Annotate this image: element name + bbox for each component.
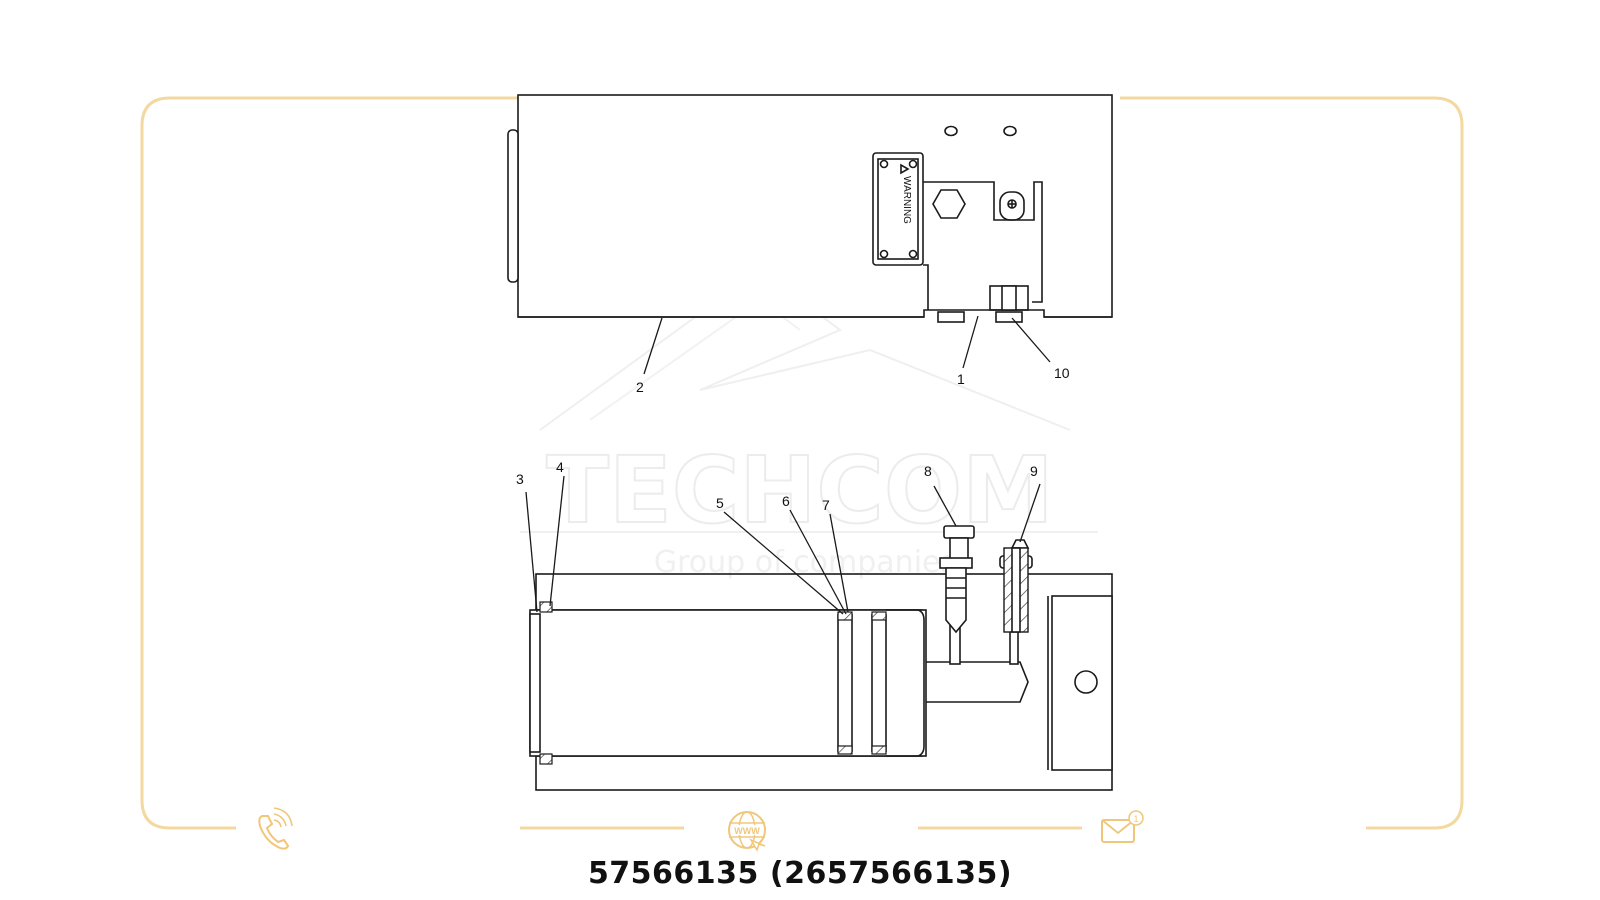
hex-plug — [932, 189, 966, 219]
web-icon[interactable]: WWW — [728, 811, 766, 852]
warning-plate: WARNING — [872, 152, 924, 266]
mount-hole-right — [1003, 125, 1017, 137]
section-view: 3 4 5 6 7 8 9 — [516, 459, 1113, 791]
callout-1: 1 — [957, 371, 965, 387]
callout-7: 7 — [822, 497, 830, 513]
bleed-fitting-8 — [939, 525, 975, 634]
callout-10: 10 — [1054, 365, 1070, 381]
end-port — [1051, 595, 1113, 771]
decorative-frame — [140, 96, 1464, 830]
mail-badge: 1 — [1133, 814, 1138, 824]
warning-label: WARNING — [901, 176, 912, 224]
mail-icon[interactable]: 1 — [1101, 810, 1144, 843]
seal-6 — [871, 611, 887, 621]
phone-icon[interactable] — [258, 807, 293, 850]
internal-passage — [921, 661, 1029, 703]
relief-valve-9 — [999, 539, 1033, 633]
wiper-ring — [539, 601, 553, 613]
valve-body-top — [517, 94, 1113, 318]
end-cap — [507, 129, 519, 283]
web-label: WWW — [734, 826, 760, 836]
callout-2: 2 — [636, 379, 644, 395]
piston — [529, 609, 927, 757]
callout-5: 5 — [716, 495, 724, 511]
callout-9: 9 — [1030, 463, 1038, 479]
mount-hole-left — [944, 125, 958, 137]
callout-8: 8 — [924, 463, 932, 479]
callout-4: 4 — [556, 459, 564, 475]
callout-3: 3 — [516, 471, 524, 487]
top-view: WARNING 2 1 10 — [507, 94, 1113, 395]
end-port-hole — [1074, 670, 1098, 694]
callout-6: 6 — [782, 493, 790, 509]
part-number-title: 57566135 (2657566135) — [587, 856, 1013, 891]
valve-block-top — [923, 181, 1043, 323]
